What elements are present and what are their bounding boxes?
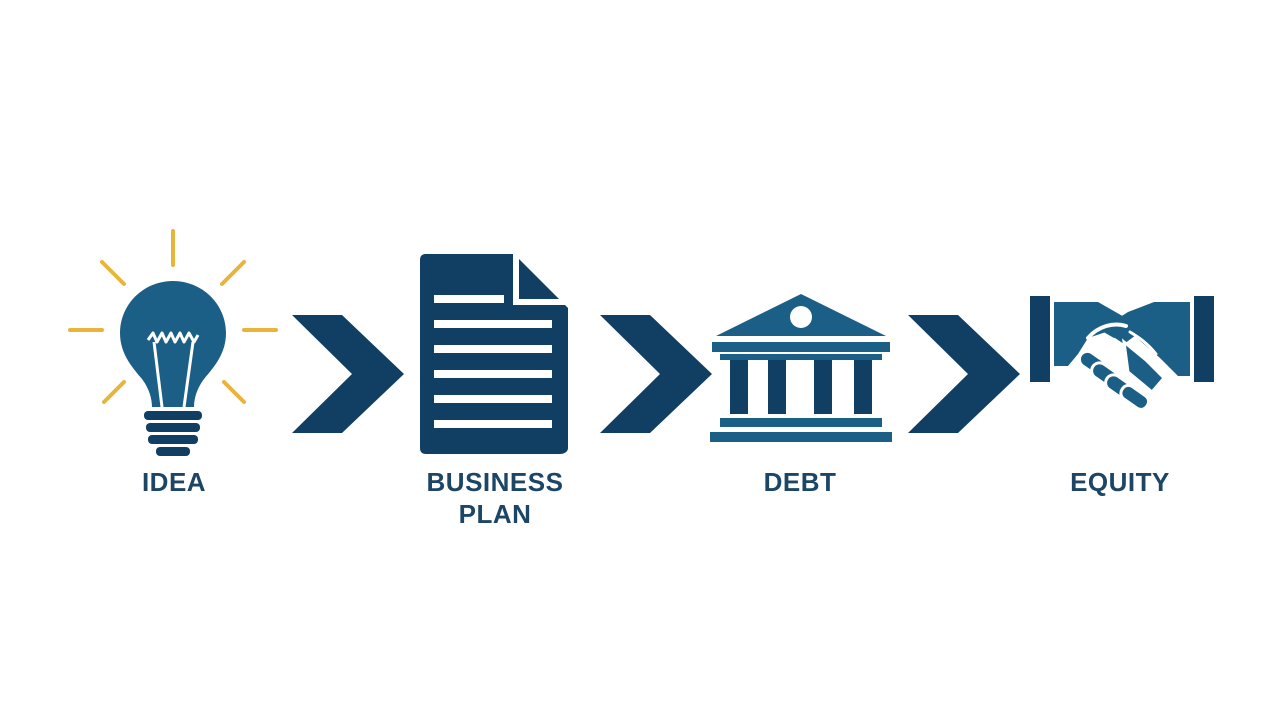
chevron-right-icon <box>908 315 1020 433</box>
document-icon <box>420 252 570 454</box>
step-label-equity: EQUITY <box>1070 467 1170 497</box>
chevron-right-icon <box>600 315 712 433</box>
step-label-idea: IDEA <box>141 467 207 497</box>
handshake-icon <box>1030 296 1214 411</box>
step-label-business-plan: BUSINESS PLAN <box>426 467 564 529</box>
step-label-debt: DEBT <box>763 467 837 497</box>
lightbulb-icon <box>68 229 278 456</box>
chevron-right-icon <box>292 315 404 433</box>
bank-icon <box>710 294 892 442</box>
